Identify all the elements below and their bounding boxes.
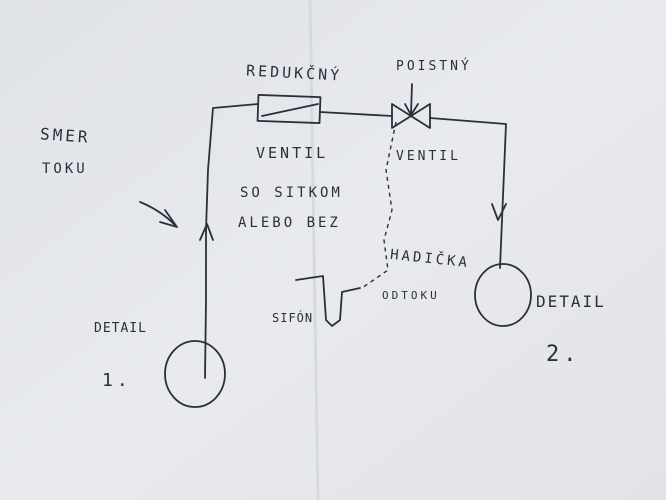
flow-direction-arrow bbox=[139, 201, 178, 228]
middle-pipe bbox=[319, 111, 393, 117]
ventil-left-label: VENTIL bbox=[256, 144, 329, 162]
flow-arrow-left bbox=[199, 223, 214, 241]
poistny-label: POISTNÝ bbox=[396, 59, 472, 74]
safety-valve bbox=[391, 103, 431, 129]
detail-1-circle bbox=[164, 340, 226, 408]
detail-2-number: 2. bbox=[546, 342, 581, 367]
detail-2-circle bbox=[474, 263, 532, 327]
smer-label: SMER bbox=[39, 124, 92, 147]
detail-1-number: 1. bbox=[102, 370, 132, 391]
paper-fold bbox=[308, 0, 320, 500]
valve-filter-line bbox=[261, 103, 319, 117]
reducing-valve bbox=[256, 94, 322, 124]
ventil-right-label: VENTIL bbox=[396, 149, 461, 164]
flow-arrow-right bbox=[491, 203, 507, 221]
detail-1-label: DETAIL bbox=[94, 321, 147, 336]
toku-label: TOKU bbox=[42, 161, 88, 177]
so-sitkom-label: SO SITKOM bbox=[240, 185, 343, 201]
right-pipe bbox=[429, 117, 507, 269]
siphon bbox=[295, 275, 361, 327]
odtoku-label: ODTOKU bbox=[382, 289, 440, 302]
safety-valve-arrow bbox=[404, 83, 419, 116]
drain-hose bbox=[361, 121, 397, 289]
alebo-bez-label: ALEBO BEZ bbox=[238, 215, 341, 231]
sifon-label: SIFÓN bbox=[272, 311, 314, 325]
detail-2-label: DETAIL bbox=[536, 292, 606, 311]
left-pipe bbox=[204, 103, 259, 379]
